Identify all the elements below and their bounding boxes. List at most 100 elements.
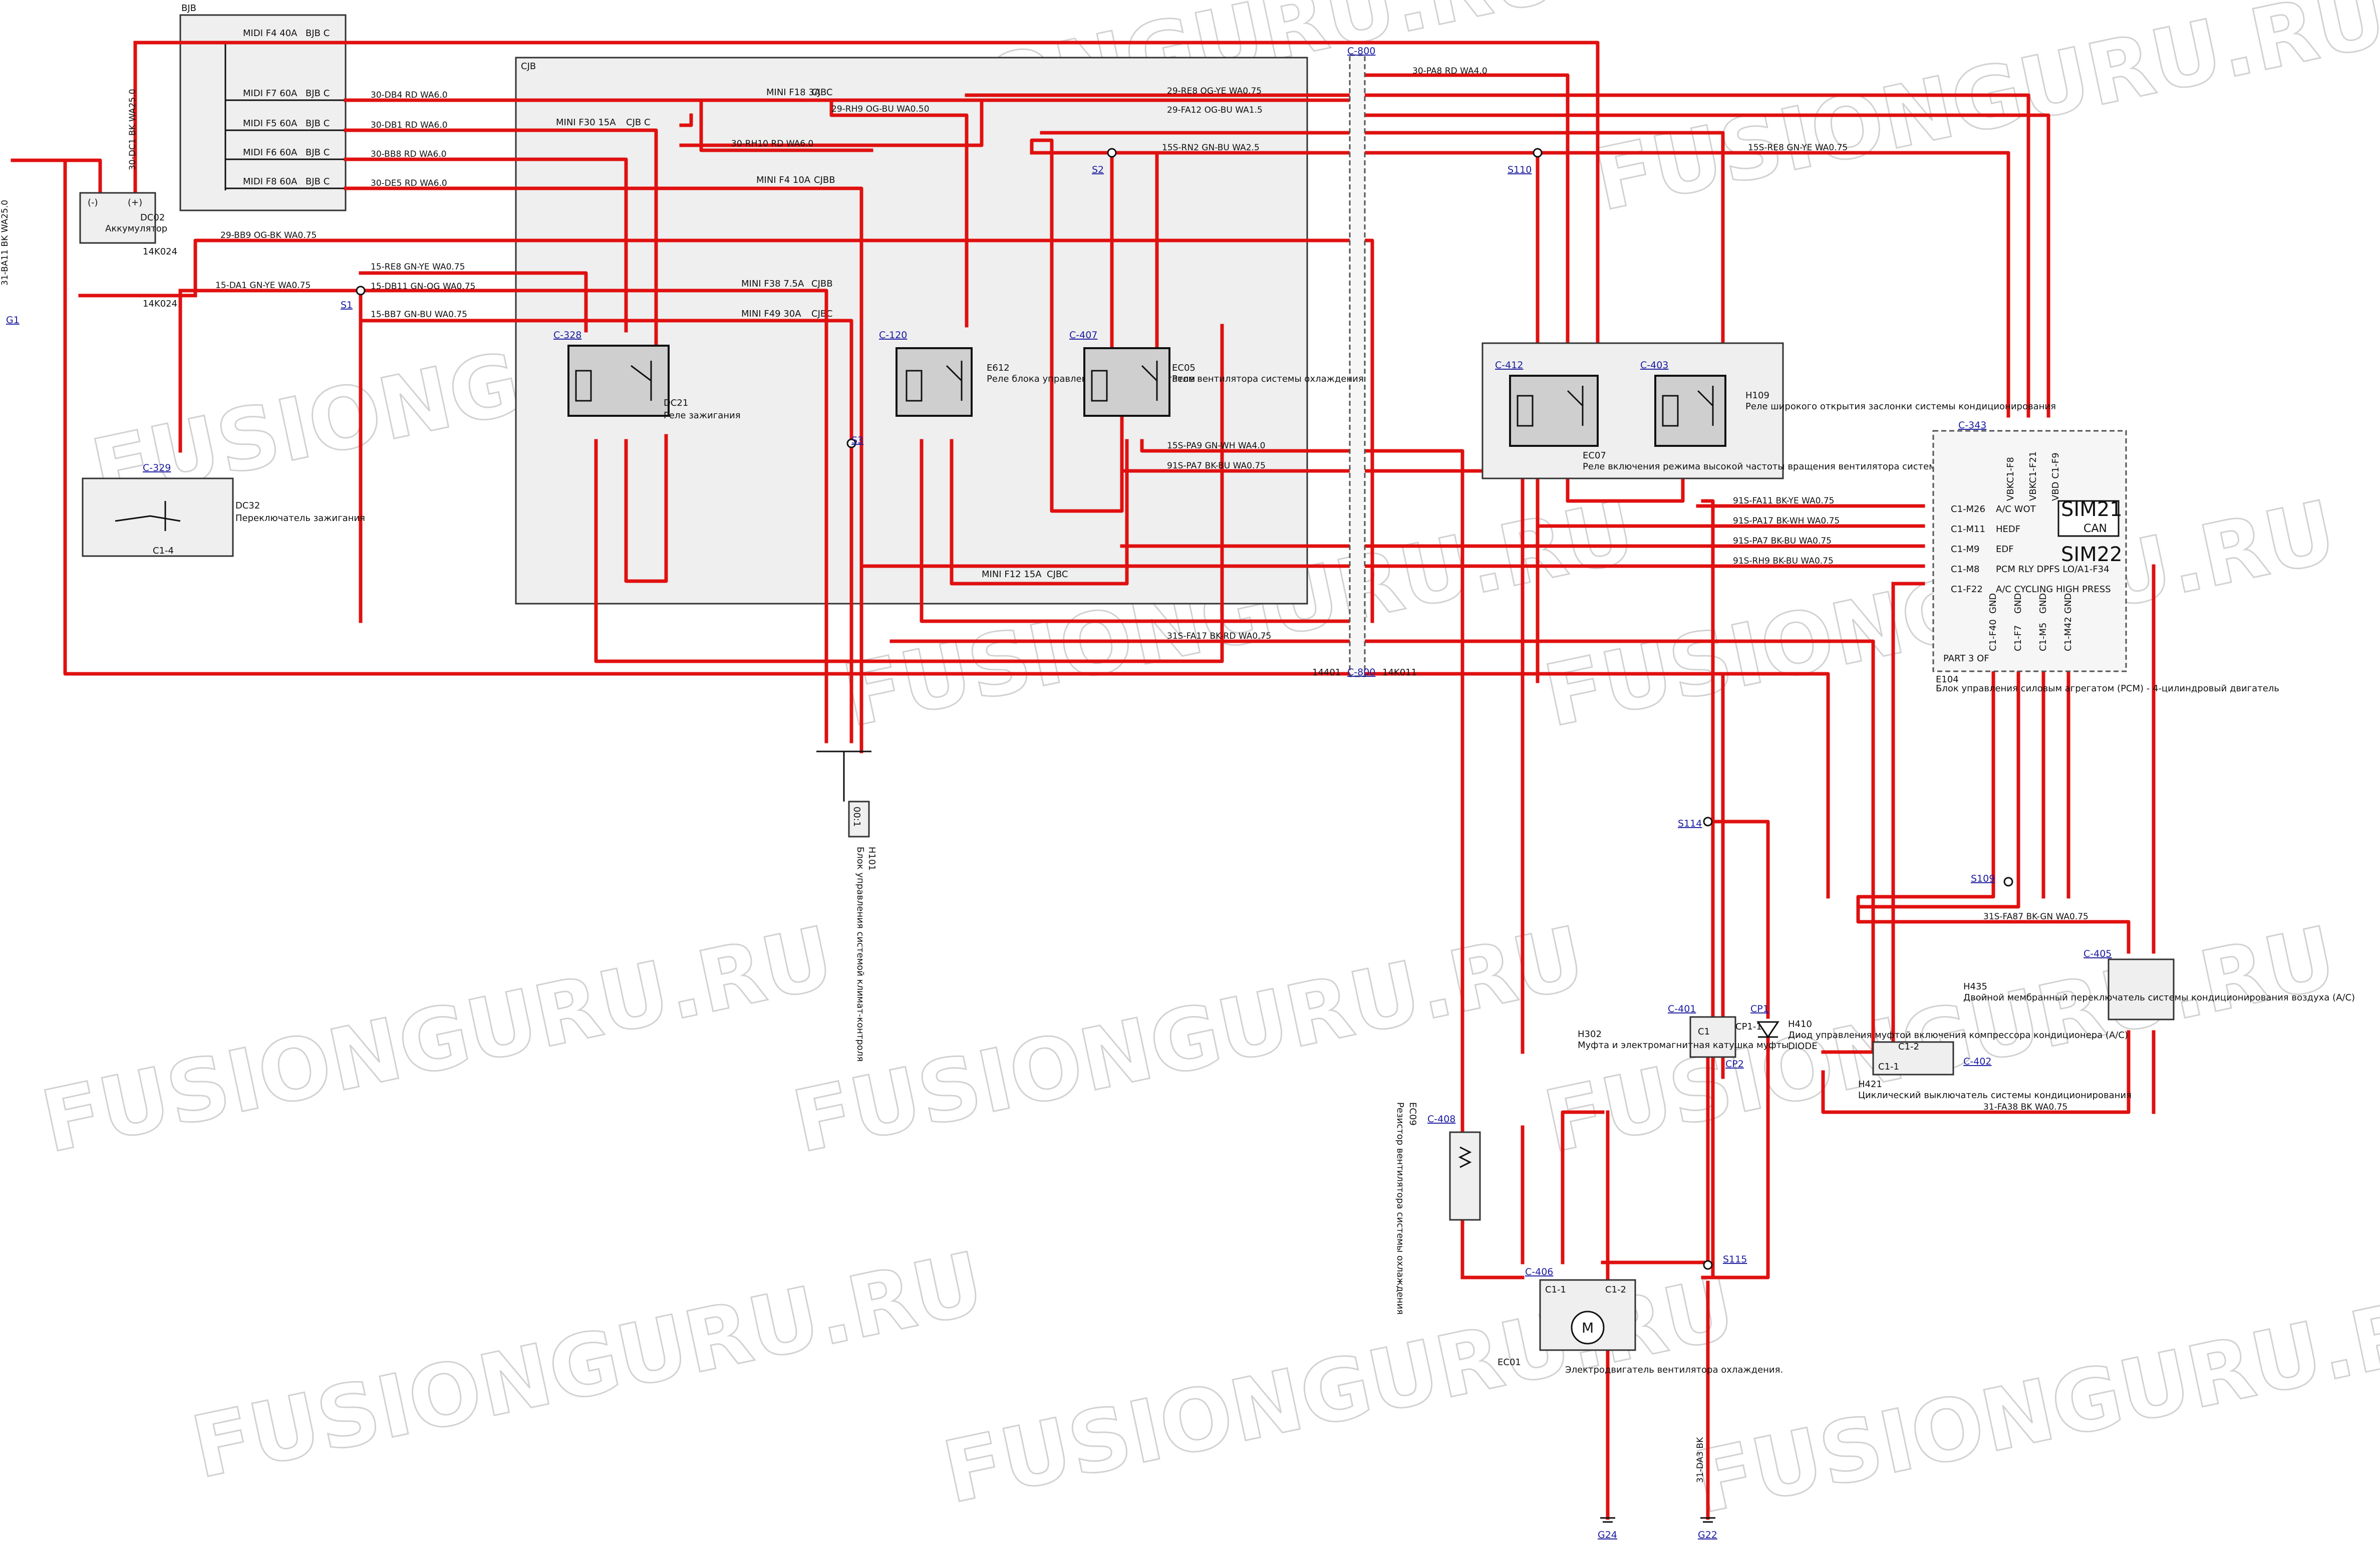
h109-id: H109 (1745, 390, 1769, 401)
wire-label: 30-DC1 BK WA25.0 (128, 89, 138, 170)
pcm-top-pin: VBD C1-F9 (2050, 452, 2061, 501)
pcm-pin-func: A/C CYCLING HIGH PRESS (1996, 584, 2111, 595)
relay-e612[interactable]: C-120 E612 Реле блока управления силовым… (879, 330, 1195, 417)
ec05-conn[interactable]: C-407 (1069, 330, 1097, 341)
h435-conn[interactable]: C-405 (2084, 948, 2112, 959)
h410-diode-label: DIODE (1788, 1041, 1818, 1052)
resistor-icon (1458, 1146, 1472, 1168)
splice-s115[interactable]: S115 (1723, 1254, 1747, 1265)
splice-s3[interactable]: S3 (851, 435, 863, 446)
wire-label: 31-BA11 BK WA25.0 (0, 200, 10, 286)
dc32-id: DC32 (235, 500, 260, 511)
motor-icon-letter: M (1582, 1320, 1594, 1336)
h101-climate[interactable]: 00:1 H101 Блок управления системой клима… (816, 750, 877, 1062)
pcm-top-pin: VBKC1-F21 (2028, 451, 2038, 501)
wire-label: 31S-FA17 BK-RD WA0.75 (1167, 631, 1271, 641)
cjb-fuses: MINI F30 15A CJB C MINI F18 3A CJBC MINI… (556, 87, 1068, 580)
h302-id: H302 (1578, 1029, 1602, 1040)
fuse-conn: BJB C (306, 28, 330, 39)
c800-label-bottom[interactable]: C-800 (1347, 667, 1375, 678)
wire-label: 29-FA12 OG-BU WA1.5 (1167, 105, 1263, 115)
pcm-part: PART 3 OF (1943, 653, 1989, 664)
relay-ec07[interactable]: C-412 EC07 Реле включения режима высокой… (1495, 360, 2005, 472)
ec07-conn[interactable]: C-412 (1495, 360, 1523, 371)
pcm-e104[interactable]: SIM21 CAN SIM22 C1-M26 A/C WOT C1-M11 HE… (1932, 420, 2279, 694)
fuse-conn: BJB C (306, 88, 330, 99)
dc32-desc: Переключатель зажигания (235, 513, 365, 524)
pcm-pin: C1-F22 (1951, 584, 1983, 595)
ground-g24[interactable]: G24 (1598, 1529, 1617, 1540)
h435-id: H435 (1963, 981, 1987, 992)
h101-code: 00:1 (851, 807, 862, 827)
relay-h109[interactable]: C-403 H109 Реле широкого открытия заслон… (1640, 360, 2056, 447)
bjb-fuses: MIDI F4 40A BJB C MIDI F7 60A BJB C MIDI… (243, 28, 330, 187)
splice-s114[interactable]: S114 (1678, 818, 1702, 829)
e612-id: E612 (987, 363, 1010, 373)
diode-icon (1756, 1021, 1779, 1039)
watermark: FUSIONGURU.RU (184, 1233, 992, 1498)
h410-conn[interactable]: CP1 (1750, 1003, 1769, 1014)
wire-labels: 31-BA11 BK WA25.0 30-DC1 BK WA25.0 G1 30… (0, 66, 2089, 1483)
wire-label: 30-BB8 RD WA6.0 (371, 149, 447, 159)
wire-label: 30-DE5 RD WA6.0 (371, 178, 447, 188)
harness-label: 14K024 (143, 246, 177, 257)
ec01-conn[interactable]: C-406 (1525, 1266, 1553, 1277)
h421-switch[interactable]: C-402 C1-2 C1-1 H421 Циклический выключа… (1858, 1041, 2132, 1101)
ec05-id: EC05 (1172, 363, 1196, 373)
h302-clutch[interactable]: C-401 C1 H302 Муфта и электромагнитная к… (1578, 1003, 1789, 1058)
wire-label: 91S-PA7 BK-BU WA0.75 (1733, 536, 1832, 546)
h410-diode[interactable]: CP1 CP1-1 CP2 H410 Диод управления муфто… (1725, 1003, 2128, 1070)
cjb-label: CJB (521, 61, 536, 72)
ec01-fan-motor[interactable]: M C1-1 C1-2 C-406 EC01 Электродвигатель … (1498, 1266, 1783, 1375)
pcm-can: CAN (2084, 523, 2107, 535)
relay-ec05[interactable]: C-407 EC05 Реле вентилятора системы охла… (1069, 330, 1364, 417)
relay-dc21[interactable]: C-328 DC21 Реле зажигания (553, 330, 741, 421)
dc21-conn[interactable]: C-328 (553, 330, 581, 341)
ground-g22[interactable]: G22 (1698, 1529, 1717, 1540)
splice-s1[interactable]: S1 (341, 300, 353, 311)
h421-conn[interactable]: C-402 (1963, 1056, 1991, 1067)
wire-label: 29-RH9 OG-BU WA0.50 (831, 104, 930, 114)
fuse-label: MINI F4 10A (756, 175, 811, 185)
fuse-label: MIDI F5 60A (243, 118, 298, 129)
h109-conn[interactable]: C-403 (1640, 360, 1668, 371)
splice-s110[interactable]: S110 (1508, 164, 1532, 175)
bjb-box (179, 14, 347, 211)
pcm-bottom-pin: C1-M5 (2038, 623, 2048, 652)
h421-desc: Циклический выключатель системы кондицио… (1858, 1090, 2132, 1101)
pcm-conn[interactable]: C-343 (1958, 420, 1986, 431)
wire-label: 15S-PA9 GN-WH WA4.0 (1167, 441, 1265, 451)
pcm-pin: C1-M8 (1951, 564, 1980, 575)
h101-id: H101 (866, 847, 877, 871)
ec09-id: EC09 (1407, 1102, 1418, 1126)
fuse-conn: CJBC (1047, 569, 1068, 580)
wire-label: 15-BB7 GN-BU WA0.75 (371, 310, 467, 320)
ec09-conn[interactable]: C-408 (1427, 1114, 1455, 1125)
fuse-conn: CJBB (811, 279, 833, 289)
wire-label: 15S-RN2 GN-BU WA2.5 (1162, 143, 1260, 153)
splice-s109[interactable]: S109 (1971, 873, 1995, 884)
pcm-gnd: GND (1988, 593, 1998, 614)
h421-id: H421 (1858, 1079, 1882, 1090)
ec09-resistor[interactable]: C-408 EC09 Резистор вентилятора системы … (1395, 1102, 1481, 1315)
splice-s2[interactable]: S2 (1092, 164, 1104, 175)
dc32-conn[interactable]: C-329 (143, 462, 171, 473)
battery-desc: Аккумулятор (105, 223, 167, 234)
c800-connector (1349, 54, 1366, 677)
h435-switch[interactable]: C-405 H435 Двойной мембранный переключат… (1963, 948, 2355, 1020)
e612-conn[interactable]: C-120 (879, 330, 907, 341)
h302-pin: C1 (1698, 1026, 1710, 1037)
h410-pin[interactable]: CP2 (1725, 1059, 1744, 1070)
wire-label: 29-BB9 OG-BK WA0.75 (220, 230, 317, 240)
fuse-label: MINI F30 15A (556, 117, 616, 128)
battery-dc02[interactable] (79, 192, 156, 244)
c800-label-top[interactable]: C-800 (1347, 46, 1375, 57)
pcm-pin-func: PCM RLY DPFS LO/A1-F34 (1996, 564, 2110, 575)
h302-desc: Муфта и электромагнитная катушка муфты (1578, 1040, 1789, 1051)
fuse-label: MIDI F8 60A (243, 176, 298, 187)
ground-g1[interactable]: G1 (6, 315, 20, 326)
harness-label: 14K011 (1382, 667, 1417, 678)
fuse-conn: CJBC (811, 87, 832, 98)
pcm-bottom-pin: C1-M42 (2063, 617, 2073, 651)
h302-conn[interactable]: C-401 (1668, 1003, 1696, 1014)
